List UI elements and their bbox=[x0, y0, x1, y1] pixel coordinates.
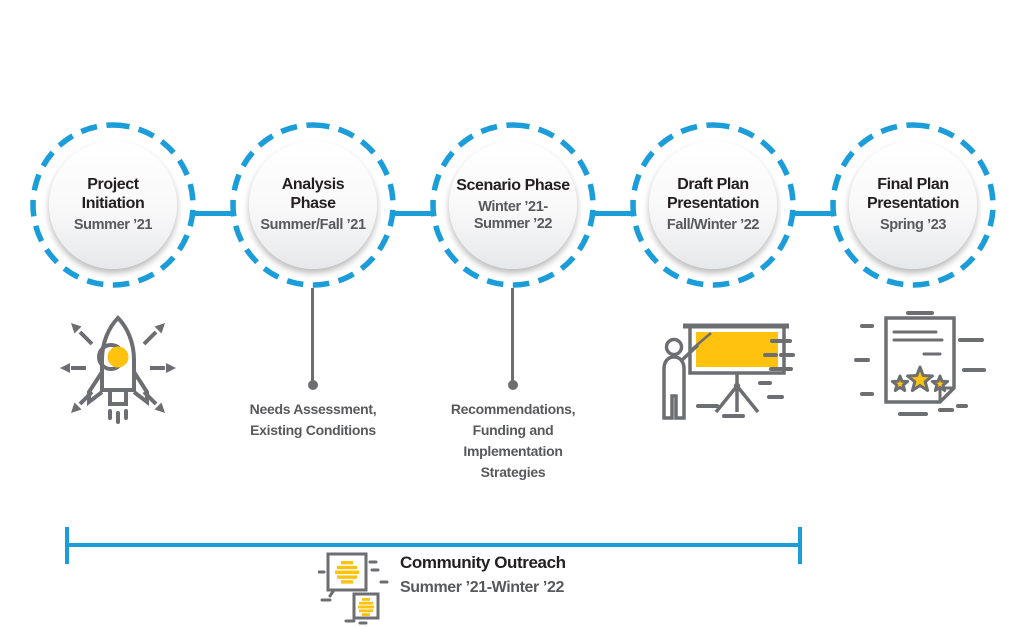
phase-title: Final Plan Presentation bbox=[866, 175, 960, 212]
phase-circle: Scenario Phase Winter ’21- Summer ’22 bbox=[449, 141, 577, 269]
phase-title: Analysis Phase bbox=[281, 175, 345, 212]
phase-date: Winter ’21- Summer ’22 bbox=[473, 198, 553, 232]
stem-dot bbox=[308, 380, 318, 390]
phase-title: Scenario Phase bbox=[456, 176, 570, 194]
dashed-ring bbox=[630, 122, 796, 288]
dashed-ring bbox=[30, 122, 196, 288]
outreach-text-block: Community Outreach Summer ’21-Winter ’22 bbox=[400, 553, 566, 597]
outreach-date: Summer ’21-Winter ’22 bbox=[400, 579, 564, 596]
stem-line bbox=[311, 288, 314, 383]
connector-line bbox=[193, 211, 233, 216]
phase-circle: Draft Plan Presentation Fall/Winter ’22 bbox=[649, 141, 777, 269]
outreach-span-cap-right bbox=[798, 527, 802, 564]
phase-node-draft-plan: Draft Plan Presentation Fall/Winter ’22 bbox=[628, 120, 798, 290]
dashed-ring bbox=[430, 122, 596, 288]
phase-date: Fall/Winter ’22 bbox=[666, 216, 760, 233]
dashed-ring bbox=[230, 122, 396, 288]
certificate-stars-icon bbox=[854, 311, 986, 416]
stem-dot bbox=[508, 380, 518, 390]
phase-title: Draft Plan Presentation bbox=[666, 175, 760, 212]
phase-node-scenario: Scenario Phase Winter ’21- Summer ’22 bbox=[428, 120, 598, 290]
phase-title: Project Initiation bbox=[81, 175, 145, 212]
rocket-launch-icon bbox=[60, 315, 176, 424]
phase-circle: Analysis Phase Summer/Fall ’21 bbox=[249, 141, 377, 269]
connector-line bbox=[793, 211, 833, 216]
phase-circle: Project Initiation Summer ’21 bbox=[49, 141, 177, 269]
phase-note: Needs Assessment, Existing Conditions bbox=[249, 401, 377, 438]
connector-line bbox=[393, 211, 433, 216]
presentation-board-icon bbox=[662, 323, 795, 420]
outreach-span-cap-left bbox=[65, 527, 69, 564]
phase-circle: Final Plan Presentation Spring ’23 bbox=[849, 141, 977, 269]
phase-node-final-plan: Final Plan Presentation Spring ’23 bbox=[828, 120, 998, 290]
phase-note: Recommendations, Funding and Implementat… bbox=[450, 401, 576, 480]
phase-node-project-initiation: Project Initiation Summer ’21 bbox=[28, 120, 198, 290]
outreach-label: Community Outreach bbox=[400, 553, 566, 572]
connector-line bbox=[593, 211, 633, 216]
phase-date: Summer ’21 bbox=[73, 216, 153, 233]
phase-date: Spring ’23 bbox=[879, 216, 947, 233]
stem-line bbox=[511, 288, 514, 383]
speech-bubbles-icon bbox=[318, 552, 389, 625]
dashed-ring bbox=[830, 122, 996, 288]
phase-date: Summer/Fall ’21 bbox=[260, 216, 366, 233]
outreach-span-line bbox=[67, 543, 800, 547]
phase-node-analysis: Analysis Phase Summer/Fall ’21 bbox=[228, 120, 398, 290]
